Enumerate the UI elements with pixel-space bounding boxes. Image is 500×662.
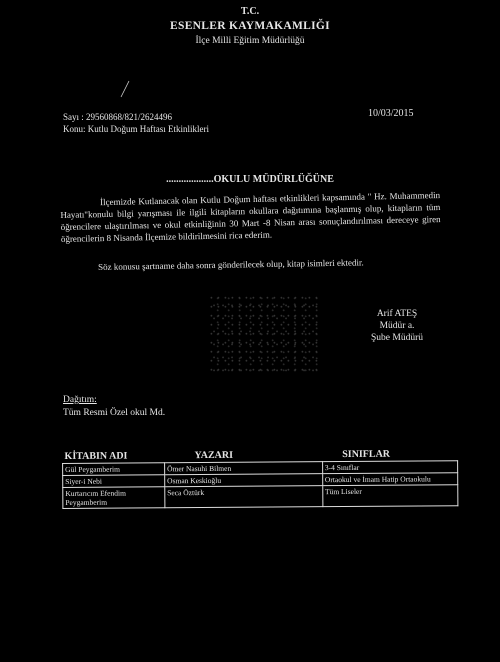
signatory-unit: Şube Müdürü (371, 333, 423, 343)
signatory-title: Müdür a. (379, 321, 415, 331)
body-paragraph-1-text: İlçemizde Kutlanacak olan Kutlu Doğum ha… (60, 190, 441, 244)
header-mudurluk: İlçe Milli Eğitim Müdürlüğü (195, 36, 305, 46)
reference-number: Sayı : 29560868/821/2624496 (63, 112, 173, 122)
table-cell-book: Gül Peygamberim (62, 462, 165, 476)
table-row: Kurtarıcım Efendim Peygamberim Seca Öztü… (62, 484, 458, 509)
paragraph-indent (60, 205, 100, 206)
document-date: 10/03/2015 (368, 108, 414, 119)
subject-line: Konu: Kutlu Doğum Haftası Etkinlikleri (63, 124, 209, 134)
table-cell-author: Seca Öztürk (164, 485, 323, 508)
table-cell-grades: Ortaokul ve İmam Hatip Ortaokulu (322, 472, 458, 486)
table-cell-author: Ömer Nasuhi Bilmen (164, 461, 323, 475)
table-cell-author: Osman Keskioğlu (164, 473, 323, 487)
header-tc: T.C. (240, 6, 260, 17)
table-cell-book: Siyer-i Nebi (62, 474, 165, 488)
column-header-author: YAZARI (194, 449, 234, 462)
table-cell-grades: 3-4 Sınıflar (322, 460, 458, 474)
distribution-title: Dağıtım: (63, 395, 97, 405)
handwritten-tick-icon (120, 80, 130, 98)
distribution-block: Dağıtım: Tüm Resmi Özel okul Md. (63, 394, 165, 420)
table-cell-book: Kurtarıcım Efendim Peygamberim (62, 486, 165, 509)
body-paragraph-1: İlçemizde Kutlanacak olan Kutlu Doğum ha… (60, 189, 441, 245)
signature-block: Arif ATEŞ Müdür a. Şube Müdürü (352, 308, 442, 344)
table-cell-grades: Tüm Liseler (322, 484, 458, 507)
faint-seal-stamp (210, 295, 320, 375)
header-kaymakamlik: ESENLER KAYMAKAMLIĞI (170, 20, 330, 32)
addressee: ...................OKULU MÜDÜRLÜĞÜNE (166, 174, 334, 185)
books-table: KİTABIN ADI YAZARI SINIFLAR Gül Peygambe… (62, 448, 458, 509)
distribution-recipient: Tüm Resmi Özel okul Md. (63, 408, 166, 418)
signatory-name: Arif ATEŞ (376, 309, 418, 319)
column-header-grades: SINIFLAR (342, 448, 391, 461)
body-paragraph-2: Söz konusu şartname daha sonra gönderile… (98, 257, 364, 272)
column-header-book: KİTABIN ADI (64, 450, 128, 462)
